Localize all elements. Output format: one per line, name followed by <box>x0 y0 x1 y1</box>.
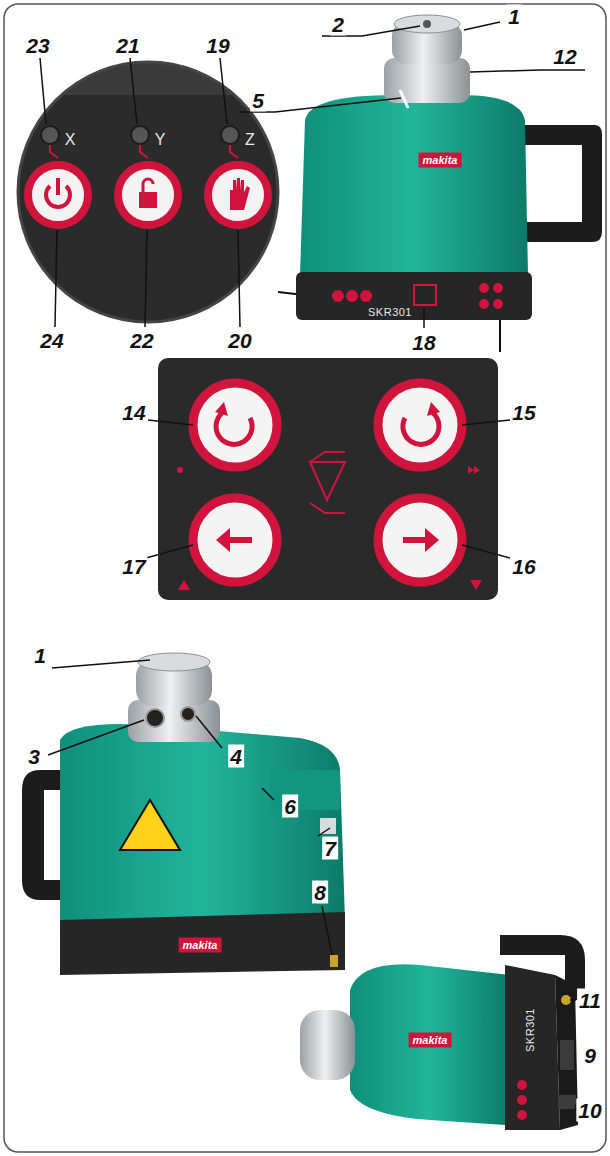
callout-number: 8 <box>312 881 328 904</box>
callout-number: 14 <box>120 401 147 424</box>
callout-number: 6 <box>282 795 298 818</box>
brand-logo: makita <box>409 1033 452 1048</box>
axis-letter: Z <box>245 132 255 148</box>
callout-number: 9 <box>582 1044 598 1067</box>
callout-number: 2 <box>330 13 346 36</box>
axis-letter: X <box>65 132 76 148</box>
callout-number: 11 <box>577 989 603 1012</box>
model-name: SKR301 <box>368 307 412 318</box>
frame <box>4 4 606 1152</box>
callout-number: 23 <box>24 34 51 57</box>
callout-number: 17 <box>120 555 147 578</box>
callout-number: 1 <box>32 644 48 667</box>
callout-number: 16 <box>510 555 537 578</box>
callout-number: 10 <box>576 1099 603 1122</box>
callout-number: 12 <box>551 45 578 68</box>
callout-number: 21 <box>114 34 141 57</box>
brand-logo: makita <box>419 153 462 168</box>
laser-level-base <box>300 935 585 1130</box>
zoom-panel <box>10 55 290 335</box>
callout-number: 1 <box>506 5 522 28</box>
callout-number: 22 <box>128 329 155 352</box>
callout-number: 19 <box>204 34 231 57</box>
brand-logo: makita <box>179 938 222 953</box>
callout-number: 15 <box>510 401 537 424</box>
laser-level-side <box>22 653 345 975</box>
callout-number: 24 <box>38 329 65 352</box>
laser-level-front <box>296 15 602 320</box>
callout-number: 4 <box>228 745 244 768</box>
keypad-panel <box>158 358 498 600</box>
callout-number: 7 <box>322 837 338 860</box>
callout-number: 18 <box>410 331 437 354</box>
callout-number: 20 <box>226 329 253 352</box>
callout-number: 5 <box>250 89 266 112</box>
callout-number: 3 <box>26 745 42 768</box>
axis-letter: Y <box>155 132 166 148</box>
model-name: SKR301 <box>525 1008 536 1052</box>
